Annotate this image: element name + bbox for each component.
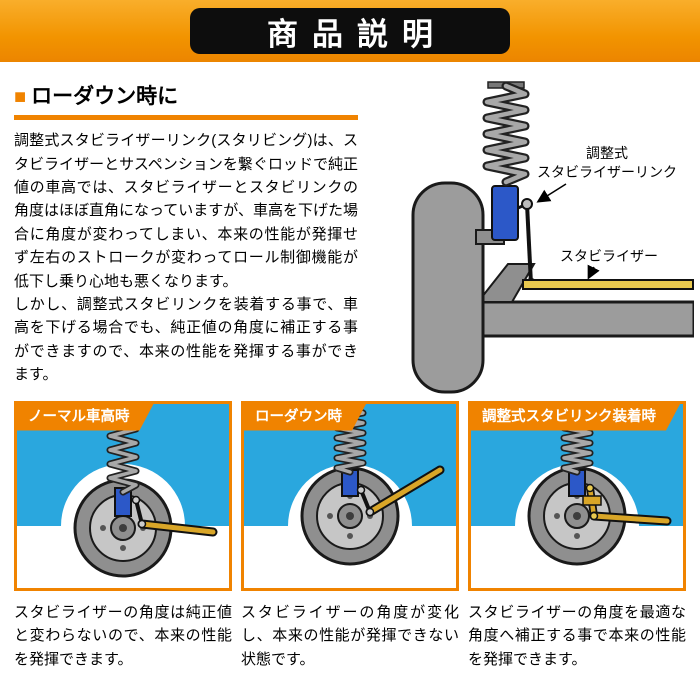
description-column: ■ ローダウン時に 調整式スタビライザーリンク(スタリビング)は、スタビライザー… (14, 84, 358, 386)
panel-title-ribbon: ローダウン時 (244, 404, 366, 431)
page-title-text: 商品説明 (267, 16, 447, 52)
panel-title-text: ローダウン時 (255, 409, 342, 425)
section-heading-text: ローダウン時に (31, 85, 179, 108)
strut (491, 185, 519, 241)
caption-normal-height: スタビライザーの角度は純正値と変わらないので、本来の性能を発揮できます。 (14, 604, 232, 668)
stabilizer-bar (522, 279, 694, 290)
suspension-side-view-illustration (411, 81, 694, 394)
section-heading: ■ ローダウン時に (14, 84, 358, 121)
arrow-to-stabilizer (587, 264, 600, 280)
page-title-box: 商品説明 (190, 8, 510, 54)
suspension-diagram: 調整式 スタビライザーリンク スタビライザー (358, 80, 694, 398)
panel-title-ribbon: ノーマル車高時 (17, 404, 154, 431)
header-banner: 商品説明 (0, 0, 700, 62)
panel-lowdown: ローダウン時 (241, 401, 459, 591)
wheel-illustration-lowdown (244, 404, 456, 588)
panel-normal-height: ノーマル車高時 (14, 401, 232, 591)
tire (411, 181, 485, 394)
caption-lowdown: スタビライザーの角度が変化し、本来の性能が発揮できない状態です。 (241, 604, 459, 668)
coil-spring (482, 81, 530, 187)
diagram-label-stabilizer: スタビライザー (560, 248, 658, 264)
panel-captions: スタビライザーの角度は純正値と変わらないので、本来の性能を発揮できます。 スタビ… (14, 601, 686, 671)
body-paragraph-2: しかし、調整式スタビリンクを装着する事で、車高を下げる場合でも、純正値の角度に補… (14, 295, 358, 384)
panel-title-ribbon: 調整式スタビリンク装着時 (471, 404, 680, 431)
caption-adjustable-link: スタビライザーの角度を最適な角度へ補正する事で本来の性能を発揮できます。 (468, 604, 686, 668)
subframe (468, 300, 694, 338)
comparison-panels: ノーマル車高時 (14, 401, 686, 591)
panel-title-text: ノーマル車高時 (28, 409, 130, 425)
control-arm (475, 263, 536, 303)
wheel-illustration-adjusted (471, 404, 683, 588)
diagram-label-link: 調整式 スタビライザーリンク (537, 145, 677, 180)
arrow-to-link (536, 183, 567, 203)
panel-title-text: 調整式スタビリンク装着時 (482, 409, 656, 425)
heading-bullet-icon: ■ (14, 85, 27, 108)
panel-adjustable-link: 調整式スタビリンク装着時 (468, 401, 686, 591)
wheel-illustration-normal (17, 404, 229, 588)
body-paragraph-1: 調整式スタビライザーリンク(スタリビング)は、スタビライザーとサスペンションを繋… (14, 132, 358, 290)
